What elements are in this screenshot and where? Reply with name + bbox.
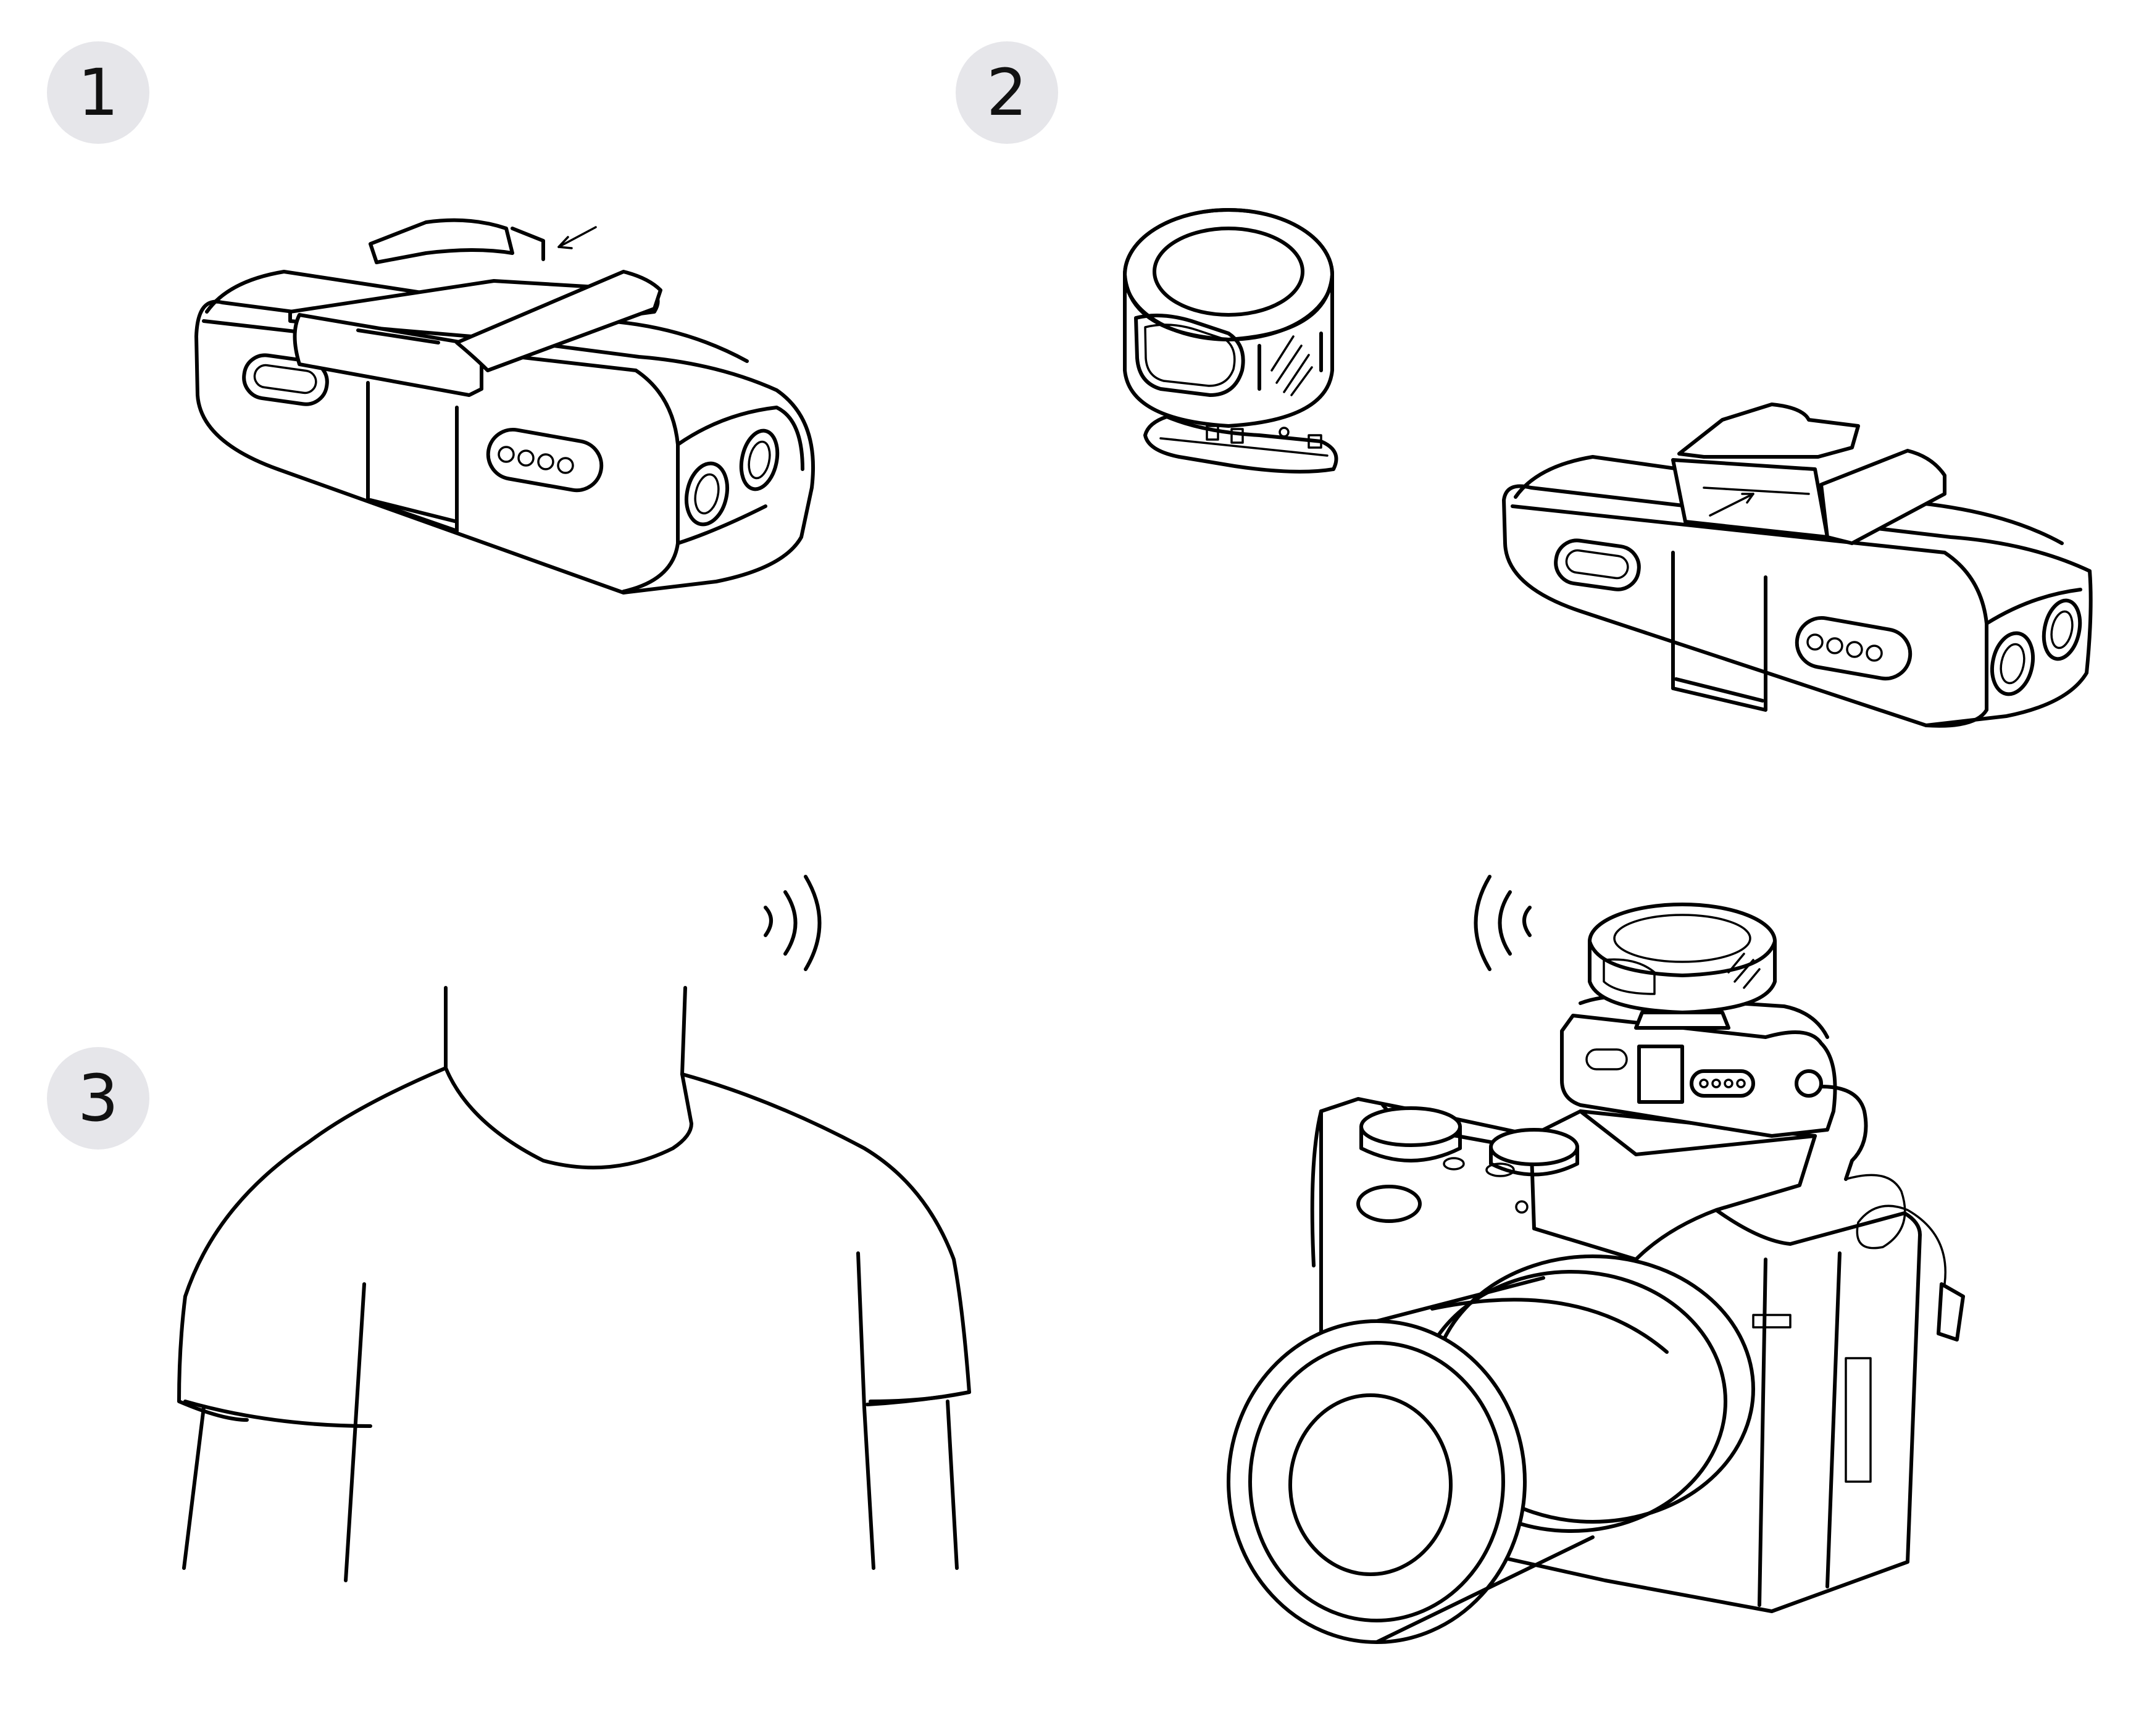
receiver-unit-icon [194, 218, 816, 595]
step-3-number: 3 [77, 1061, 119, 1136]
camera-with-mic-icon [1227, 903, 1965, 1644]
step-3-badge: 3 [47, 1047, 149, 1150]
person-torso-icon [177, 986, 971, 1582]
step-2-badge: 2 [956, 41, 1058, 144]
wireless-signal-icon [1474, 875, 1532, 971]
receiver-unit-icon [1502, 403, 2093, 728]
wireless-signal-icon [764, 875, 822, 971]
step-1-number: 1 [77, 55, 119, 130]
transmitter-clip-icon [1123, 208, 1338, 474]
step-2-number: 2 [986, 55, 1028, 130]
step-1-badge: 1 [47, 41, 149, 144]
